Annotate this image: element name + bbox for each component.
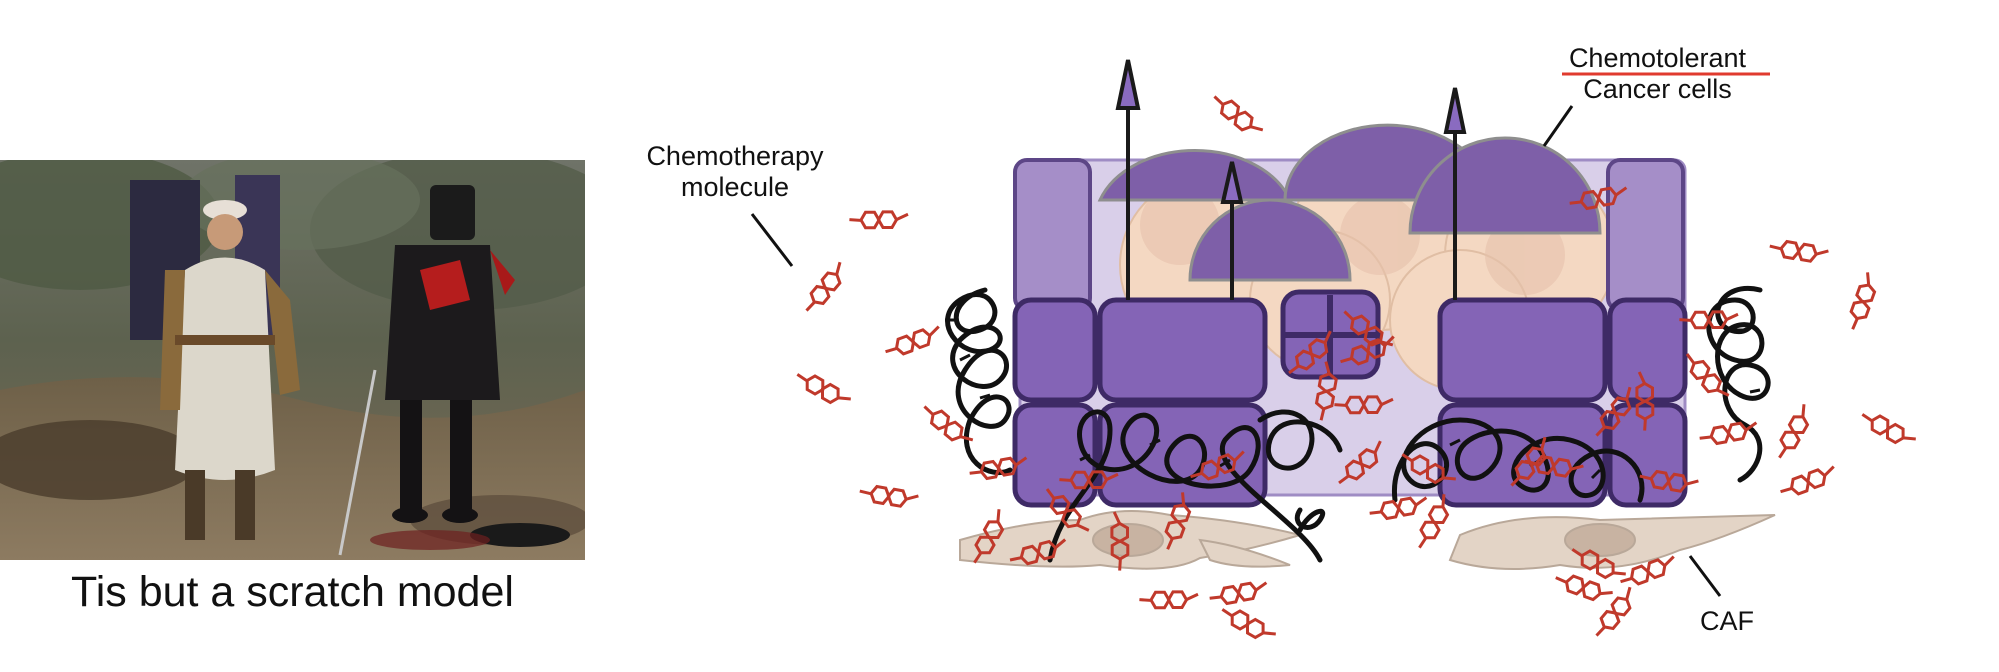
drug-molecule-icon bbox=[1778, 404, 1810, 459]
drug-molecule-icon bbox=[1221, 608, 1276, 640]
drug-molecule-icon bbox=[1164, 492, 1192, 550]
chemotolerant-label-line1: Chemotolerant bbox=[1568, 43, 1747, 73]
drug-molecule-icon bbox=[885, 325, 940, 356]
drug-molecule-icon bbox=[1334, 395, 1394, 415]
photo-caption: Tis but a scratch model bbox=[71, 568, 514, 616]
knight-scene-illustration bbox=[0, 160, 585, 560]
chemotherapy-label-line1: Chemotherapy bbox=[646, 141, 824, 171]
drug-molecule-icon bbox=[1595, 586, 1632, 637]
chemotolerant-label: Chemotolerant Cancer cells bbox=[1545, 43, 1770, 105]
caf-fibroblasts bbox=[959, 510, 1776, 570]
drug-molecule-icon bbox=[1045, 488, 1090, 532]
drug-molecule-icon bbox=[1139, 590, 1199, 610]
drug-molecule-icon bbox=[1679, 310, 1739, 330]
drug-molecule-icon bbox=[969, 456, 1028, 481]
drug-molecule-icon bbox=[1555, 574, 1613, 602]
drug-molecule-icon bbox=[1059, 470, 1119, 490]
chemotolerant-label-line2: Cancer cells bbox=[1583, 74, 1732, 104]
caf-label: CAF bbox=[1700, 606, 1754, 636]
chemotherapy-label-line2: molecule bbox=[680, 172, 790, 202]
drug-molecule-icon bbox=[1401, 453, 1456, 485]
drug-molecule-icon bbox=[1009, 538, 1067, 566]
drug-molecule-icon bbox=[1340, 335, 1395, 366]
drug-molecule-icon bbox=[1569, 186, 1628, 211]
drug-molecule-icon bbox=[1685, 353, 1730, 397]
drug-molecule-icon bbox=[1849, 272, 1877, 330]
drug-molecule-icon bbox=[1510, 436, 1547, 487]
drug-molecule-icon bbox=[1635, 371, 1655, 431]
drug-molecule-icon bbox=[1769, 239, 1829, 263]
drug-molecule-icon bbox=[1861, 413, 1916, 445]
drug-molecule-icon bbox=[1595, 386, 1632, 437]
drug-molecule-icon bbox=[1288, 330, 1332, 375]
ecm-fibers bbox=[945, 285, 1771, 563]
drug-molecule-icon bbox=[1571, 548, 1626, 580]
drug-molecule-icon bbox=[1213, 95, 1264, 132]
chemotherapy-molecules bbox=[796, 95, 1916, 640]
drug-molecule-icon bbox=[1699, 421, 1758, 446]
drug-molecule-icon bbox=[1110, 511, 1130, 571]
drug-molecule-icon bbox=[973, 509, 1005, 564]
drug-molecule-icon bbox=[849, 210, 909, 230]
chemotherapy-label: Chemotherapy molecule bbox=[620, 141, 850, 203]
drug-molecule-icon bbox=[859, 484, 919, 508]
drug-molecule-icon bbox=[796, 373, 851, 405]
chemo-leader-line bbox=[750, 213, 794, 267]
drug-molecule-icon bbox=[1418, 494, 1450, 549]
drug-molecule-icon bbox=[1369, 496, 1428, 521]
drug-molecule-icon bbox=[923, 405, 974, 442]
drug-molecule-icon bbox=[1620, 555, 1675, 586]
cancer-leader-line bbox=[1542, 105, 1574, 147]
movie-still-photo bbox=[0, 160, 585, 560]
drug-molecule-icon bbox=[1209, 581, 1268, 606]
drug-molecule-icon bbox=[1338, 440, 1382, 485]
drug-molecule-icon bbox=[1780, 465, 1835, 496]
drug-molecule-icon bbox=[1639, 469, 1699, 493]
receptor-arrows bbox=[1115, 59, 1467, 300]
drug-molecule-icon bbox=[805, 261, 842, 312]
side-columns bbox=[1013, 158, 1685, 312]
drug-molecule-icon bbox=[1314, 361, 1338, 421]
caf-leader-line bbox=[1688, 555, 1722, 597]
drug-molecule-icon bbox=[1190, 450, 1245, 481]
